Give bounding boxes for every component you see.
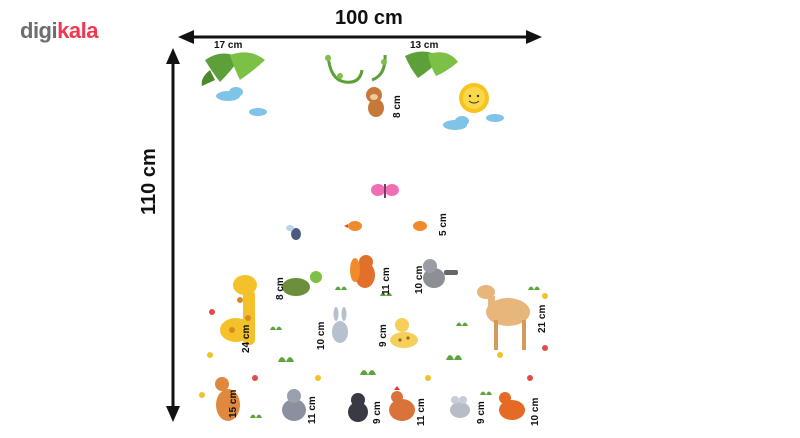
grass-tuft: [250, 286, 540, 418]
brand-part2: kala: [57, 18, 98, 43]
label-raccoon: 10 cm: [414, 265, 425, 294]
height-label: 110 cm: [138, 148, 160, 215]
rabbit-icon: [332, 307, 348, 343]
cloud: [216, 87, 504, 130]
wolf-icon: [282, 389, 306, 421]
butterfly-icon: [371, 184, 399, 198]
hen-icon: [389, 386, 415, 421]
sun-icon: [459, 83, 489, 113]
label-hen: 11 cm: [416, 398, 427, 426]
brand-logo[interactable]: digikala: [20, 18, 98, 44]
cheetah-icon: [390, 318, 418, 348]
label-cheetah: 9 cm: [378, 324, 389, 347]
label-kangaroo: 15 cm: [228, 389, 239, 418]
cat-icon: [348, 393, 368, 422]
label-leaf-left: 17 cm: [214, 40, 243, 51]
label-camel: 21 cm: [537, 304, 548, 333]
flower-dots: [199, 293, 548, 398]
monkey-icon: [366, 87, 384, 117]
leaf-cluster-right: [405, 51, 458, 78]
label-fox: 10 cm: [530, 397, 541, 426]
label-cat: 9 cm: [372, 401, 383, 424]
raccoon-icon: [423, 259, 458, 288]
vine: [326, 54, 387, 84]
label-wolf: 11 cm: [307, 396, 318, 424]
fly-icon: [286, 225, 301, 240]
brand-part1: digi: [20, 18, 58, 43]
height-arrow: [166, 48, 180, 422]
label-bird: 5 cm: [438, 213, 449, 236]
width-arrow: [178, 30, 542, 44]
giraffe-icon: [220, 275, 257, 345]
squirrel-icon: [350, 255, 375, 288]
turtle-icon: [282, 271, 322, 296]
mouse-icon: [450, 396, 470, 418]
leaf-cluster-left: [201, 52, 265, 86]
label-monkey: 8 cm: [392, 95, 403, 118]
label-leaf-right: 13 cm: [410, 40, 439, 51]
label-rabbit: 10 cm: [316, 321, 327, 350]
kangaroo-icon: [215, 377, 240, 421]
fox-icon: [499, 392, 525, 420]
label-turtle: 8 cm: [275, 277, 286, 300]
label-giraffe: 24 cm: [241, 324, 252, 353]
label-mouse: 9 cm: [476, 401, 487, 424]
width-label: 100 cm: [335, 7, 403, 29]
bird-icon: [344, 221, 427, 231]
camel-icon: [477, 285, 530, 350]
label-squirrel: 11 cm: [381, 267, 392, 295]
